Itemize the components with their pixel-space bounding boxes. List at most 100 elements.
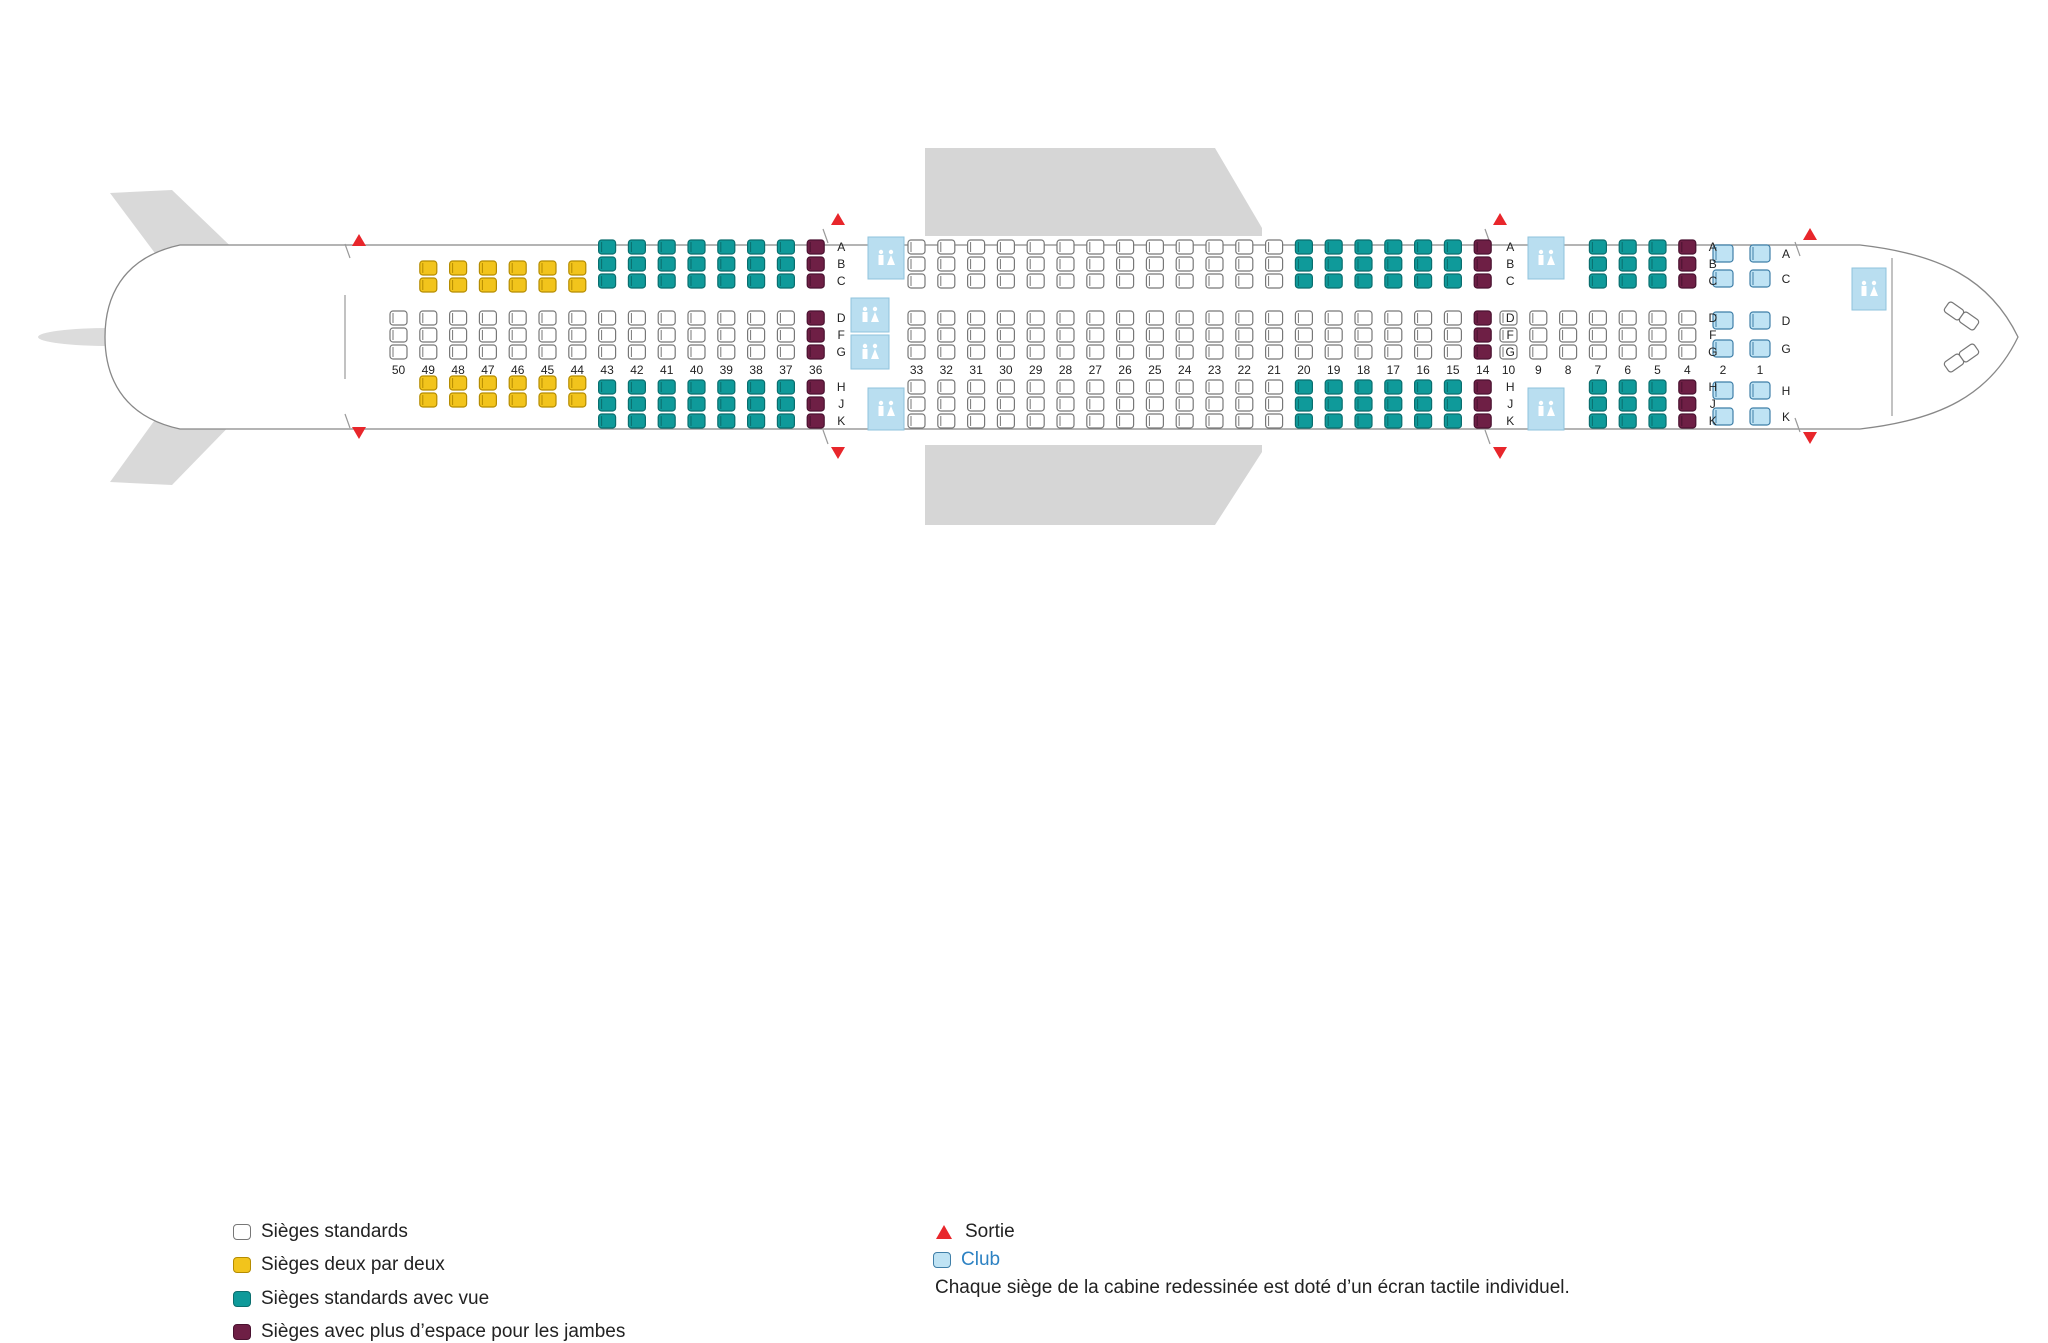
- seat-23-upper-1: [1205, 256, 1224, 272]
- seat-33-lower-1: [907, 396, 926, 412]
- row-number-27: 27: [1089, 363, 1103, 377]
- seat-43-upper-2: [597, 273, 617, 289]
- lavatories: [850, 236, 1887, 431]
- letter-aft-G: G: [837, 345, 846, 359]
- seat-40-upper-0: [687, 239, 706, 255]
- seat-20-mid-2: [1294, 344, 1314, 360]
- seat-37-lower-0: [776, 379, 796, 395]
- row-number-47: 47: [481, 363, 495, 377]
- seat-23-mid-1: [1205, 327, 1224, 343]
- legend-view-label: Sièges standards avec vue: [261, 1288, 490, 1309]
- exit-top-0: [352, 234, 366, 246]
- row-number-36: 36: [809, 363, 823, 377]
- seat-9-mid-2: [1529, 344, 1548, 360]
- seat-42-lower-1: [627, 396, 647, 412]
- seat-25-mid-2: [1145, 344, 1165, 360]
- seat-28-lower-1: [1056, 396, 1075, 412]
- seat-18-upper-1: [1354, 256, 1373, 272]
- exit-triangle-icon: [936, 1225, 952, 1239]
- seat-40-mid-1: [687, 327, 706, 343]
- seat-43-lower-1: [597, 396, 617, 412]
- seat-36-lower-1: [806, 396, 825, 412]
- seat-club-1-top-1: [1749, 269, 1771, 288]
- lavatory-icon: [862, 306, 879, 322]
- seat-18-mid-0: [1354, 310, 1373, 326]
- exit-bottom-2: [1493, 447, 1507, 459]
- seat-4-lower-0: [1678, 379, 1697, 395]
- seat-38-upper-0: [746, 239, 766, 255]
- seat-44-lower-0: [568, 375, 587, 391]
- cockpit-seats: [1943, 301, 1980, 373]
- seat-33-mid-2: [907, 344, 926, 360]
- club-seat-icon: [933, 1252, 951, 1268]
- lavatory-icon-woman-body: [887, 406, 895, 416]
- letter-aft-B: B: [837, 257, 845, 271]
- seat-6-mid-2: [1618, 344, 1637, 360]
- seat-14-mid-2: [1473, 344, 1492, 360]
- seat-23-lower-1: [1205, 396, 1224, 412]
- row-number-46: 46: [511, 363, 525, 377]
- seat-15-lower-0: [1443, 379, 1463, 395]
- seat-48-mid-1: [449, 327, 468, 343]
- seat-27-lower-2: [1086, 413, 1105, 429]
- seat-club-2-bot-0: [1712, 381, 1734, 400]
- seat-36-lower-2: [806, 413, 825, 429]
- seat-47-mid-0: [478, 310, 497, 326]
- seat-8-mid-0: [1558, 310, 1578, 326]
- row-number-29: 29: [1029, 363, 1043, 377]
- row-number-49: 49: [422, 363, 436, 377]
- legend-note: Chaque siège de la cabine redessinée est…: [935, 1277, 1570, 1299]
- seat-15-lower-2: [1443, 413, 1463, 429]
- seat-25-lower-2: [1145, 413, 1165, 429]
- seat-47-upper-1: [478, 277, 497, 293]
- seat-27-mid-2: [1086, 344, 1105, 360]
- seat-19-lower-1: [1324, 396, 1343, 412]
- seat-24-lower-0: [1175, 379, 1194, 395]
- seat-27-upper-0: [1086, 239, 1105, 255]
- lavatory-icon-man-head: [1538, 400, 1544, 406]
- letter-aft-J: J: [838, 397, 844, 411]
- seat-22-lower-1: [1235, 396, 1254, 412]
- seat-24-upper-2: [1175, 273, 1194, 289]
- seat-22-mid-0: [1235, 310, 1254, 326]
- row-number-20: 20: [1297, 363, 1311, 377]
- seat-30-lower-1: [996, 396, 1016, 412]
- seat-17-upper-0: [1384, 239, 1403, 255]
- seat-5-upper-1: [1648, 256, 1667, 272]
- exit-door-mark-6: [1794, 241, 1801, 257]
- exit-bottom-1: [831, 447, 845, 459]
- seat-10-mid-0: [1499, 310, 1518, 326]
- seat-38-mid-1: [746, 327, 766, 343]
- legend-note-text: Chaque siège de la cabine redessinée est…: [935, 1277, 1570, 1298]
- seat-46-lower-1: [508, 392, 527, 408]
- letter-front-G: G: [1708, 345, 1717, 359]
- seat-17-lower-0: [1384, 379, 1403, 395]
- letter-front-D: D: [1708, 311, 1717, 325]
- lavatory-icon-woman-head: [872, 343, 878, 349]
- seat-4-upper-2: [1678, 273, 1697, 289]
- seat-23-upper-0: [1205, 239, 1224, 255]
- seat-5-mid-1: [1648, 327, 1667, 343]
- seat-21-lower-1: [1264, 396, 1284, 412]
- lavatory-icon-man-body: [862, 349, 868, 359]
- seat-21-lower-2: [1264, 413, 1284, 429]
- seat-4-lower-1: [1678, 396, 1697, 412]
- seat-17-upper-1: [1384, 256, 1403, 272]
- seat-44-mid-0: [568, 310, 587, 326]
- seat-26-upper-1: [1115, 256, 1135, 272]
- lavatory-icon-man-body: [1538, 406, 1544, 416]
- seat-17-lower-2: [1384, 413, 1403, 429]
- seat-20-lower-0: [1294, 379, 1314, 395]
- row-number-45: 45: [541, 363, 555, 377]
- seat-50-mid-1: [389, 327, 408, 343]
- lavatory-icon-woman-head: [1871, 280, 1877, 286]
- seat-14-lower-2: [1473, 413, 1492, 429]
- seat-33-upper-1: [907, 256, 926, 272]
- row-number-42: 42: [630, 363, 644, 377]
- letter-mid-G: G: [1506, 345, 1515, 359]
- seat-48-mid-0: [449, 310, 468, 326]
- seat-17-mid-2: [1384, 344, 1403, 360]
- seat-30-upper-1: [996, 256, 1016, 272]
- seat-4-mid-2: [1678, 344, 1697, 360]
- seat-37-mid-2: [776, 344, 796, 360]
